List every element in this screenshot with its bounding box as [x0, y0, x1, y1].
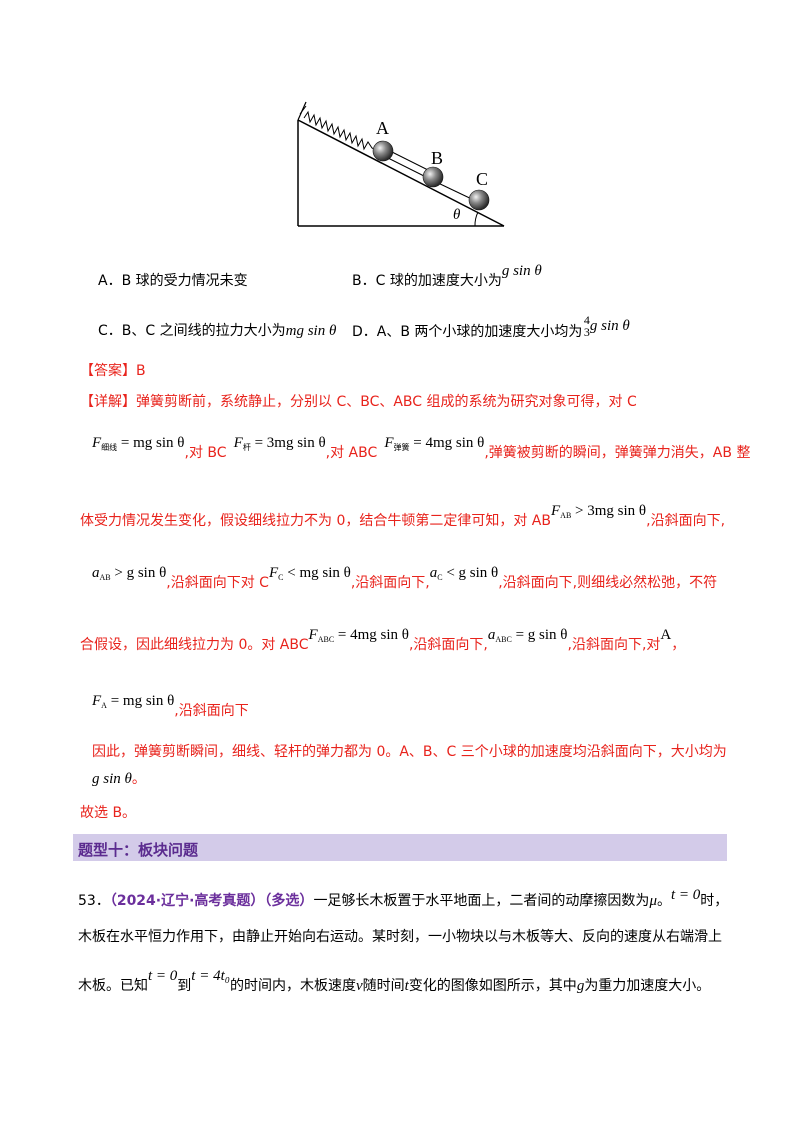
detail-line-8: g sin θ。: [92, 768, 146, 788]
question-line-3-text-3: 的时间内，木板速度: [229, 978, 356, 994]
question-text-3: 时，: [700, 893, 729, 909]
option-b-math: g sin θ: [501, 263, 542, 279]
option-c-text: C．B、C 之间线的拉力大小为: [98, 323, 286, 339]
var-t: t: [404, 978, 409, 994]
question-line-2: 木板在水平恒力作用下，由静止开始向右运动。某时刻，一小物块以与木板等大、反向的速…: [78, 929, 722, 945]
label-theta: θ: [453, 207, 461, 223]
detail-line-9: 故选 B。: [80, 805, 137, 821]
label-a: A: [376, 118, 389, 138]
eq-t-end: t = 4t₀: [191, 968, 230, 984]
question-text-1: 一足够长木板置于水平地面上，二者间的动摩擦因数为: [313, 893, 650, 909]
question-number: 53．: [78, 893, 110, 909]
eq-f-ab: FAB > 3mg sin θ: [551, 503, 647, 520]
question-line-3-text-1: 木板。已知: [78, 978, 148, 994]
option-d-math: g sin θ: [589, 318, 630, 334]
answer-label: 【答案】B: [80, 363, 146, 379]
question-line-3-text-4: 随时间: [362, 978, 405, 994]
ball-a: [372, 140, 394, 162]
ball-c: [468, 189, 490, 211]
mu-symbol: μ: [649, 893, 657, 909]
option-d-frac-den: 3: [583, 325, 590, 339]
eq-f-spring: F弹簧 = 4mg sin θ: [384, 435, 485, 452]
detail-line-7: 因此，弹簧剪断瞬间，细线、轻杆的弹力都为 0。A、B、C 三个小球的加速度均沿斜…: [92, 744, 727, 760]
label-ball-a: A: [660, 627, 672, 643]
option-b: B．C 球的加速度大小为g sin θ: [352, 263, 542, 290]
angle-arc: [474, 211, 479, 227]
detail-line-6: FA = mg sin θ,沿斜面向下: [92, 690, 249, 719]
var-g: g: [576, 978, 585, 994]
question-line-3: 木板。已知t = 0到t = 4t₀的时间内，木板速度v随时间t变化的图像如图所…: [78, 968, 711, 995]
incline-diagram: A B C θ: [297, 101, 505, 227]
option-d-frac-num: 4: [583, 313, 590, 327]
detail-line-8-text: 。: [131, 771, 146, 787]
option-c: C．B、C 之间线的拉力大小为mg sin θ: [98, 320, 336, 340]
option-b-text: B．C 球的加速度大小为: [352, 273, 502, 289]
question-line-3-text-2: 到: [177, 978, 192, 994]
detail-line-6-text: ,沿斜面向下: [174, 703, 249, 719]
eq-a-c: aC < g sin θ: [429, 565, 499, 582]
option-d: D．A、B 两个小球的加速度大小均为 4 3 g sin θ: [352, 314, 630, 344]
eq-t-start: t = 0: [148, 968, 178, 984]
detail-line-5-text-1: 合假设，因此细线拉力为 0。对 ABC: [80, 637, 309, 653]
detail-line-3-text-1: 体受力情况发生变化，假设细线拉力不为 0，结合牛顿第二定律可知，对 AB: [80, 513, 551, 529]
question-line-3-text-6: 为重力加速度大小。: [584, 978, 711, 994]
section-title: 题型十：板块问题: [78, 841, 199, 859]
detail-line-5-text-3: ,沿斜面向下,对: [567, 637, 661, 653]
detail-line-2: F细线 = mg sin θ,对 BC F杆 = 3mg sin θ,对 ABC…: [92, 432, 750, 461]
incline-figure: A B C θ: [290, 92, 520, 232]
detail-line-5-text-4: ，: [671, 637, 686, 653]
eq-a-ab: aAB > g sin θ: [92, 565, 167, 582]
option-c-math: mg sin θ: [285, 323, 337, 339]
detail-line-2-text-2: ,对 ABC: [325, 445, 378, 461]
detail-line-5: 合假设，因此细线拉力为 0。对 ABCFABC = 4mg sin θ,沿斜面向…: [80, 624, 685, 653]
rod-top: [385, 148, 433, 173]
question-line-3-text-5: 变化的图像如图所示，其中: [408, 978, 577, 994]
detail-line-3-text-2: ,沿斜面向下,: [646, 513, 726, 529]
detail-line-2-text-3: ,弹簧被剪断的瞬间，弹簧弹力消失，AB 整: [484, 445, 751, 461]
ball-b: [422, 166, 444, 188]
option-d-fraction: 4 3: [584, 314, 590, 338]
question-source: （2024·辽宁·高考真题）（多选）: [109, 893, 314, 909]
detail-line-4-text-2: ,沿斜面向下,: [350, 575, 430, 591]
eq-t-zero: t = 0: [670, 887, 701, 903]
detail-line-4-text-3: ,沿斜面向下,则细线必然松弛，不符: [498, 575, 718, 591]
eq-g-sin: g sin θ: [92, 771, 132, 787]
detail-line-2-text-1: ,对 BC: [184, 445, 227, 461]
detail-line-1: 【详解】弹簧剪断前，系统静止，分别以 C、BC、ABC 组成的系统为研究对象可得…: [80, 394, 637, 410]
var-v: v: [355, 978, 363, 994]
eq-a-abc: aABC = g sin θ: [487, 627, 568, 644]
section-bar: [73, 834, 727, 861]
detail-line-4-text-1: ,沿斜面向下对 C: [166, 575, 269, 591]
eq-f-abc: FABC = 4mg sin θ: [308, 627, 409, 644]
eq-f-a: FA = mg sin θ: [92, 693, 175, 710]
eq-f-c: FC < mg sin θ: [268, 565, 351, 582]
label-b: B: [431, 148, 443, 168]
detail-line-3: 体受力情况发生变化，假设细线拉力不为 0，结合牛顿第二定律可知，对 ABFAB …: [80, 500, 725, 529]
detail-line-5-text-2: ,沿斜面向下,: [408, 637, 488, 653]
incline-slope: [297, 119, 505, 227]
option-d-text: D．A、B 两个小球的加速度大小均为: [352, 324, 583, 340]
spring: [303, 110, 381, 153]
eq-f-rod: F杆 = 3mg sin θ: [233, 435, 326, 452]
question-line-1: 53．（2024·辽宁·高考真题）（多选）一足够长木板置于水平地面上，二者间的动…: [78, 887, 729, 910]
eq-f-thread: F细线 = mg sin θ: [92, 435, 185, 452]
option-a: A．B 球的受力情况未变: [98, 273, 248, 289]
question-text-2: 。: [656, 893, 671, 909]
label-c: C: [476, 169, 488, 189]
detail-line-4: aAB > g sin θ,沿斜面向下对 CFC < mg sin θ,沿斜面向…: [92, 562, 717, 591]
